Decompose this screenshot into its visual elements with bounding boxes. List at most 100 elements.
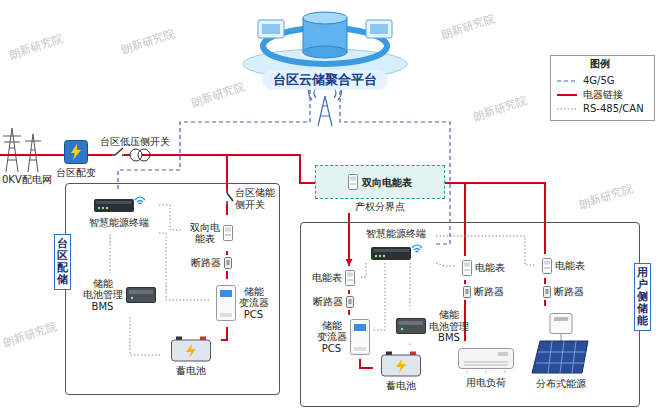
- watermark: 朗新研究院: [440, 13, 496, 42]
- figure-part: [96, 201, 132, 204]
- legend-line: [557, 94, 577, 96]
- power-link: [226, 271, 228, 279]
- figure-part: [102, 207, 104, 209]
- figure-part: [122, 154, 124, 156]
- node-label: 用电负荷: [466, 377, 506, 389]
- breaker-unit: 断路器: [306, 294, 361, 310]
- node-label: 双向电 能表: [190, 222, 220, 245]
- figure-part: [262, 24, 280, 34]
- figure-part: [401, 328, 403, 330]
- power-link: [464, 280, 466, 284]
- figure-part: [64, 140, 88, 164]
- legend-sample: [556, 105, 578, 113]
- legend-row: 电器链接: [556, 88, 649, 102]
- node-label: 电能表: [555, 260, 585, 272]
- bus-link: [110, 234, 111, 273]
- figure-part: [396, 318, 426, 334]
- figure-part: [224, 258, 231, 269]
- grid-feeder: [0, 155, 110, 156]
- figure-part: [464, 263, 470, 267]
- figure-part: [347, 273, 353, 277]
- figure-part: [346, 271, 355, 286]
- figure-part: [25, 134, 41, 172]
- node-label: 断路器: [554, 286, 584, 298]
- legend-text: 电器链接: [583, 89, 623, 101]
- meter-unit: 电能表: [456, 256, 511, 280]
- figure-part: [354, 347, 366, 351]
- figure-part: [466, 370, 506, 373]
- figure-part: [130, 297, 132, 299]
- figure-part: [138, 149, 150, 161]
- boundary-frame: 双向电能表: [315, 165, 445, 199]
- node-label: 断路器: [313, 296, 343, 308]
- node-label: 储能 变流器 PCS: [317, 320, 347, 355]
- figure-part: [466, 289, 469, 294]
- load-icon: [458, 348, 514, 374]
- power-link: [360, 359, 373, 368]
- node-label: 用户侧储能: [634, 263, 651, 331]
- figure-part: [106, 207, 108, 209]
- power-link: [544, 300, 546, 306]
- meter-icon: [223, 225, 233, 241]
- legend-line: [557, 80, 577, 81]
- bus-link: [130, 317, 161, 355]
- figure-part: [550, 313, 572, 333]
- figure-part: [216, 286, 235, 321]
- figure-part: [258, 20, 284, 38]
- region-box: 台区配储智慧能源终端双向电 能表断路器储能 电池管理 BMS储能 变流器 PCS…: [65, 183, 280, 395]
- figure-part: [345, 270, 355, 286]
- figure-part: [399, 321, 423, 325]
- figure-part: [223, 225, 233, 241]
- battery-icon: [381, 351, 421, 377]
- figure-part: [383, 255, 385, 257]
- meter-icon: [348, 174, 358, 190]
- bus-link: [410, 263, 411, 309]
- pcs-icon: [216, 285, 236, 321]
- figure-part: [464, 365, 508, 366]
- figure-part: [0, 154, 64, 156]
- figure-part: [220, 313, 232, 317]
- figure-part: [412, 245, 422, 252]
- figure-part: [349, 175, 358, 190]
- node-label: 台区配变: [56, 167, 96, 179]
- figure-part: [112, 149, 124, 161]
- breaker-icon: [224, 257, 232, 269]
- figure-part: [225, 228, 231, 232]
- figure-part: [224, 257, 232, 269]
- figure-part: [498, 352, 508, 356]
- figure-part: [221, 190, 233, 204]
- figure-part: [463, 286, 471, 298]
- watermark: 朗新研究院: [472, 95, 528, 124]
- node-label: 产权分界点: [355, 201, 405, 213]
- figure-part: [135, 197, 145, 204]
- bus-link: [361, 263, 366, 277]
- power-link: [226, 251, 228, 255]
- pcs-unit: 储能 变流器 PCS: [209, 279, 275, 327]
- figure-part: [318, 96, 332, 126]
- figure-part: [3, 128, 21, 172]
- figure-part: [371, 247, 411, 260]
- node-label: 断路器: [191, 257, 221, 269]
- breaker-unit: 断路器: [536, 284, 591, 300]
- node-label: 智慧能源终端: [366, 228, 426, 240]
- figure-part: [366, 20, 392, 38]
- figure-part: [303, 46, 347, 58]
- watermark: 朗新研究院: [8, 33, 64, 62]
- figure-part: [171, 336, 211, 362]
- breaker-unit: 断路器: [181, 255, 241, 271]
- figure-part: [226, 201, 228, 204]
- node-label: 台区云储聚合平台: [273, 73, 377, 88]
- figure-part: [115, 148, 123, 155]
- power-link: [445, 183, 465, 256]
- figure-part: [536, 341, 585, 373]
- figure-part: [464, 362, 508, 363]
- switch-label: 台区储能 侧开关: [235, 187, 275, 210]
- figure-part: [530, 313, 592, 375]
- legend-text: 4G/5G: [583, 75, 615, 87]
- figure-part: [544, 261, 550, 265]
- grid-label: 0KV配电网: [2, 174, 52, 186]
- grid-towers: [3, 128, 41, 172]
- watermark: 朗新研究院: [2, 321, 58, 350]
- figure-part: [546, 289, 549, 294]
- legend-line: [557, 109, 577, 110]
